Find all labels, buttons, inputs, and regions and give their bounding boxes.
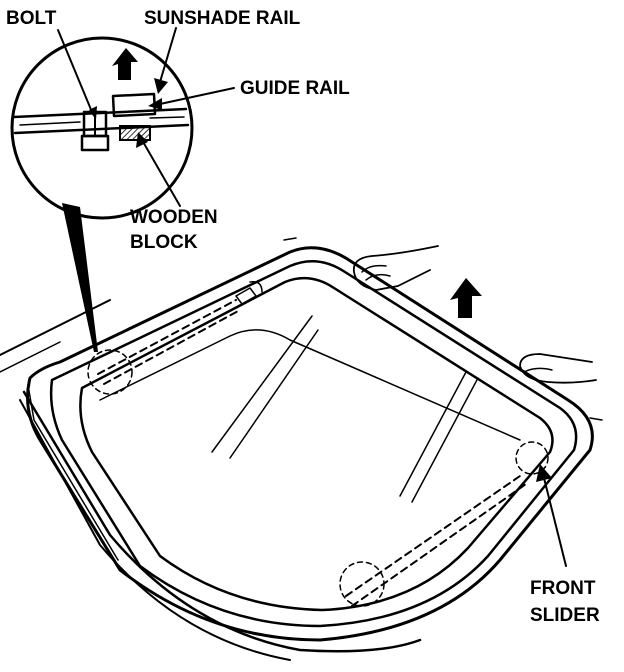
wooden-block-label-line1: WOODEN xyxy=(130,207,218,228)
outer-frame xyxy=(26,246,594,642)
up-arrow-icon xyxy=(112,48,138,80)
sunshade-rail-label: SUNSHADE RAIL xyxy=(144,8,301,29)
front-slider-circle xyxy=(515,441,549,475)
sunshade-rail-piece xyxy=(111,92,157,118)
callout-arrow-icon xyxy=(62,203,98,352)
guide-rail-label: GUIDE RAIL xyxy=(240,78,350,99)
wooden-block-label-line2: BLOCK xyxy=(130,232,198,253)
hand-icon xyxy=(519,353,597,384)
detail-circle-rear-left xyxy=(87,349,133,395)
hand-icon xyxy=(352,245,439,291)
wooden-block-shape xyxy=(119,125,151,141)
leader-lines xyxy=(57,27,567,567)
frame-inner xyxy=(49,259,578,628)
detail-circle-front-left xyxy=(339,561,385,607)
bolt-label: BOLT xyxy=(6,8,57,29)
sunshade-rails-dashed xyxy=(97,299,527,607)
front-slider-label-line1: FRONT xyxy=(530,578,596,599)
guide-rail-bottom-edge xyxy=(13,123,190,135)
roof-edge-line xyxy=(0,299,111,356)
front-slider-label-line2: SLIDER xyxy=(530,605,600,626)
sunroof-glass xyxy=(79,276,554,612)
glare-streak xyxy=(211,315,313,453)
detail-magnifier xyxy=(10,36,194,220)
sunroof-assembly xyxy=(0,237,603,661)
up-arrow-icon xyxy=(450,278,482,318)
